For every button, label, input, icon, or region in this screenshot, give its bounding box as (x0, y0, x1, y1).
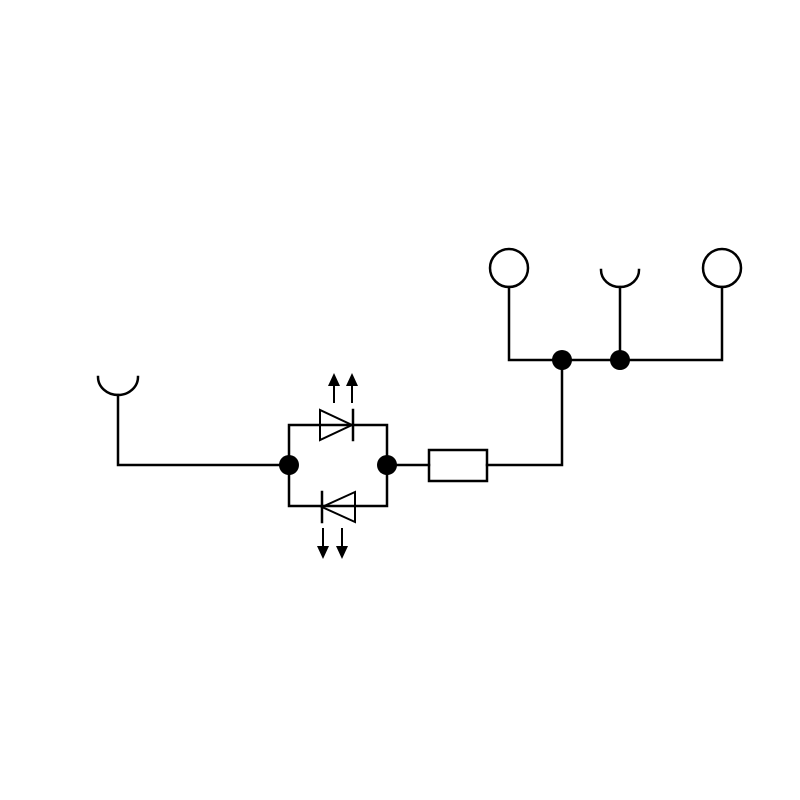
wire-lower-branch (287, 463, 389, 508)
led-upper-emission-arrows (328, 373, 358, 403)
led-lower (317, 490, 356, 559)
resistor-body (427, 448, 489, 483)
wire-upper-branch (287, 423, 389, 467)
wire-left-feed (116, 393, 291, 467)
plug-terminal-left-icon (96, 375, 140, 397)
led-lower-triangle (319, 490, 356, 524)
screw-terminal-2-icon (701, 247, 743, 289)
junction-node-right (377, 455, 397, 475)
wire-from-resistor (485, 358, 564, 467)
plug-terminal-top-icon (599, 268, 641, 289)
junction-node-left (279, 455, 299, 475)
junction-node-top-2 (610, 350, 630, 370)
screw-terminal-1-icon (488, 247, 530, 289)
led-upper (319, 373, 358, 442)
junction-node-top-1 (552, 350, 572, 370)
led-lower-emission-arrows (317, 528, 348, 559)
led-upper-triangle (319, 408, 355, 442)
